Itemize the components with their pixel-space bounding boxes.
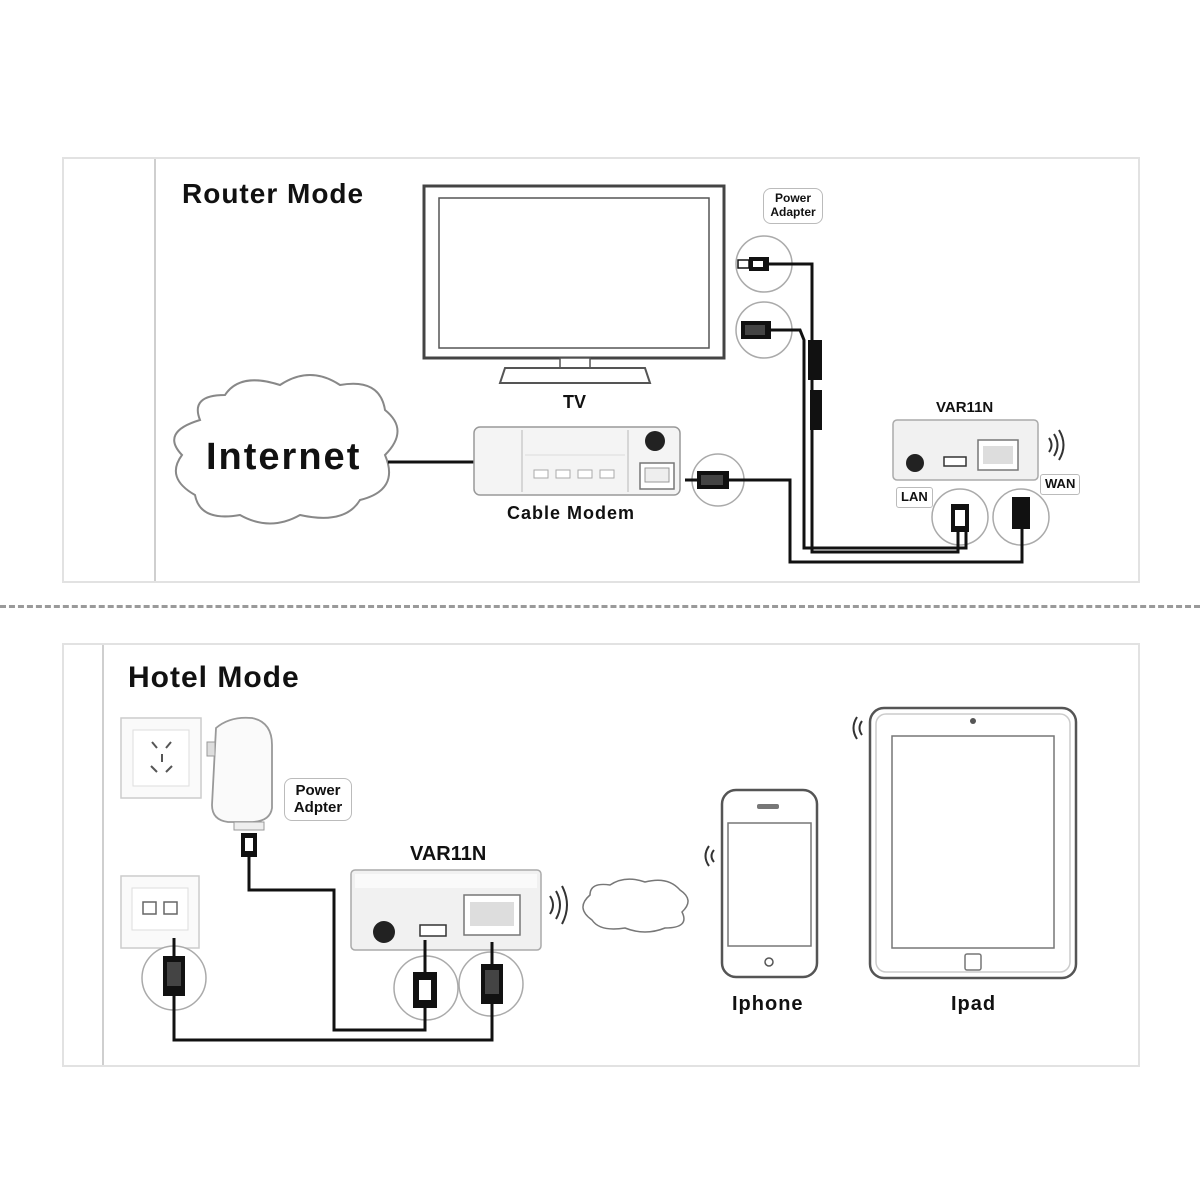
rj45-plug-icon [163, 956, 185, 996]
wireless-cloud-icon [582, 878, 689, 933]
mode-separator [0, 605, 1200, 608]
power-adapter-icon [206, 716, 273, 857]
tv-icon [422, 184, 726, 384]
iphone-label: Iphone [732, 993, 804, 1015]
iphone-icon [720, 788, 819, 979]
cable-modem-icon [473, 426, 681, 496]
panel-divider [102, 645, 104, 1065]
ipad-icon [868, 706, 1078, 980]
internet-label: Internet [206, 436, 362, 478]
usb-plug-icon [413, 972, 437, 1008]
rj45-plug-icon [685, 471, 729, 489]
power-adapter-callout: Power Adpter [284, 778, 352, 821]
rj45-plug-icon [741, 321, 771, 339]
ethernet-wall-plate-icon [120, 875, 200, 949]
router-mode-title: Router Mode [182, 178, 365, 209]
wan-label: WAN [1040, 474, 1081, 495]
tv-label: TV [563, 392, 587, 412]
cables [172, 857, 494, 1042]
hotel-mode-title: Hotel Mode [128, 661, 300, 694]
rj45-plug-icon [1012, 497, 1030, 529]
rj45-plug-icon [481, 964, 503, 1004]
wifi-signal-icon [852, 716, 863, 740]
panel-divider [154, 159, 156, 581]
usb-plug-icon [951, 504, 969, 532]
wifi-signal-icon [549, 885, 568, 925]
lan-label: LAN [896, 487, 933, 508]
ipad-label: Ipad [951, 993, 997, 1015]
inline-connector-icon [808, 340, 822, 430]
var11n-label: VAR11N [936, 399, 994, 416]
var11n-device-icon [350, 869, 542, 951]
wall-socket-icon [120, 717, 202, 799]
cables [729, 262, 1024, 564]
var11n-device-icon [892, 419, 1039, 481]
cable-modem-label: Cable Modem [507, 503, 636, 523]
power-adapter-callout: Power Adapter [763, 188, 823, 224]
wifi-signal-icon [704, 845, 715, 867]
wifi-signal-icon [1048, 429, 1065, 461]
usb-plug-icon [737, 257, 769, 271]
internet-cloud-icon [173, 374, 399, 525]
var11n-label: VAR11N [410, 843, 487, 865]
